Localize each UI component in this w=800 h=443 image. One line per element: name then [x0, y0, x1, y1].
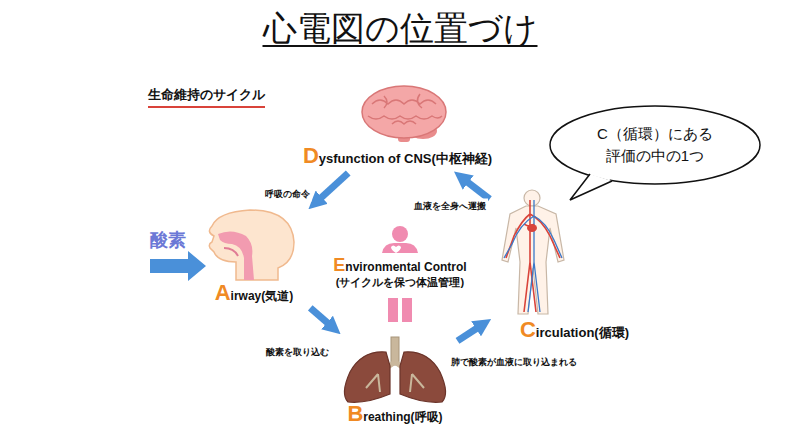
lungs-icon-part: [400, 352, 446, 403]
node-label: Airway(気道): [215, 280, 294, 305]
oxygen-arrow: [150, 251, 206, 281]
speech-bubble-tail: [592, 173, 610, 179]
circulation-body-icon-part: [524, 190, 540, 206]
node-text-group: Circulation(循環): [492, 317, 657, 342]
brain-icon-part: [362, 86, 446, 138]
circulation-body-icon-part: [502, 206, 564, 314]
lungs-icon-part: [344, 352, 390, 403]
brain-icon-part: [368, 94, 442, 124]
node-label: C（循環）にある 評価の中の1つ: [580, 123, 730, 168]
cns-node: Dysfunction of CNS(中枢神経): [290, 85, 505, 171]
flow-arrow: [317, 173, 348, 201]
circulation-body-icon: [502, 190, 564, 314]
node-text-group: C（循環）にある 評価の中の1つ: [548, 123, 762, 168]
oxygen-arrow-part: [150, 251, 206, 281]
node-label: Breathing(呼吸): [347, 401, 442, 426]
node-text-group: Environmental Control(サイクルを保つ体温管理): [312, 255, 488, 288]
person-icon-part: [391, 246, 401, 254]
input-label: 酸素: [150, 228, 186, 252]
node-label: Environmental Control: [333, 255, 466, 276]
node-text-group: Breathing(呼吸): [335, 401, 455, 426]
lungs-icon-part: [391, 337, 399, 365]
node-label: Circulation(循環): [520, 317, 629, 342]
lungs-icon-part: [366, 374, 424, 392]
section-heading: 生命維持のサイクル: [148, 86, 265, 108]
airway-head-icon-part: [209, 210, 294, 280]
airway-head-icon-part: [224, 248, 238, 256]
circulation-body-icon-part: [504, 200, 562, 312]
brain-icon: [362, 86, 446, 142]
edge-label: 血液を全身へ運搬: [412, 198, 488, 213]
node-text-group: Dysfunction of CNS(中枢神経): [290, 143, 505, 168]
person-icon-part: [388, 298, 412, 322]
breathing-node: Breathing(呼吸): [335, 335, 455, 428]
airway-node: Airway(気道): [200, 210, 308, 308]
node-text-group: Airway(気道): [200, 280, 308, 305]
node-label: Dysfunction of CNS(中枢神経): [303, 143, 492, 168]
edge-label: 呼吸の命令: [263, 186, 312, 201]
flow-arrow: [458, 326, 482, 341]
speech-bubble-tail: [570, 174, 612, 200]
diagram-title: 心電図の位置づけ: [263, 9, 538, 47]
circulation-body-icon-part: [527, 224, 537, 232]
person-icon-part: [382, 243, 418, 253]
person-icon-part: [392, 226, 408, 242]
airway-head-icon: [209, 210, 294, 280]
edge-label: 肺で酸素が血液に取り込まれる: [449, 355, 579, 370]
airway-head-icon-part: [218, 231, 254, 280]
environment-node: Environmental Control(サイクルを保つ体温管理): [312, 225, 488, 325]
flow-arrow: [463, 179, 489, 199]
flow-arrow: [310, 308, 331, 327]
title-row: 心電図の位置づけ: [0, 6, 800, 52]
speech-bubble-outline: [550, 106, 760, 184]
lungs-icon: [344, 337, 445, 402]
node-sublabel: (サイクルを保つ体温管理): [336, 276, 464, 289]
callout-bubble: C（循環）にある 評価の中の1つ: [548, 104, 762, 186]
circulation-node: Circulation(循環): [492, 185, 657, 344]
edge-label: 酸素を取り込む: [264, 345, 331, 360]
speech-bubble-outline: [548, 104, 762, 186]
